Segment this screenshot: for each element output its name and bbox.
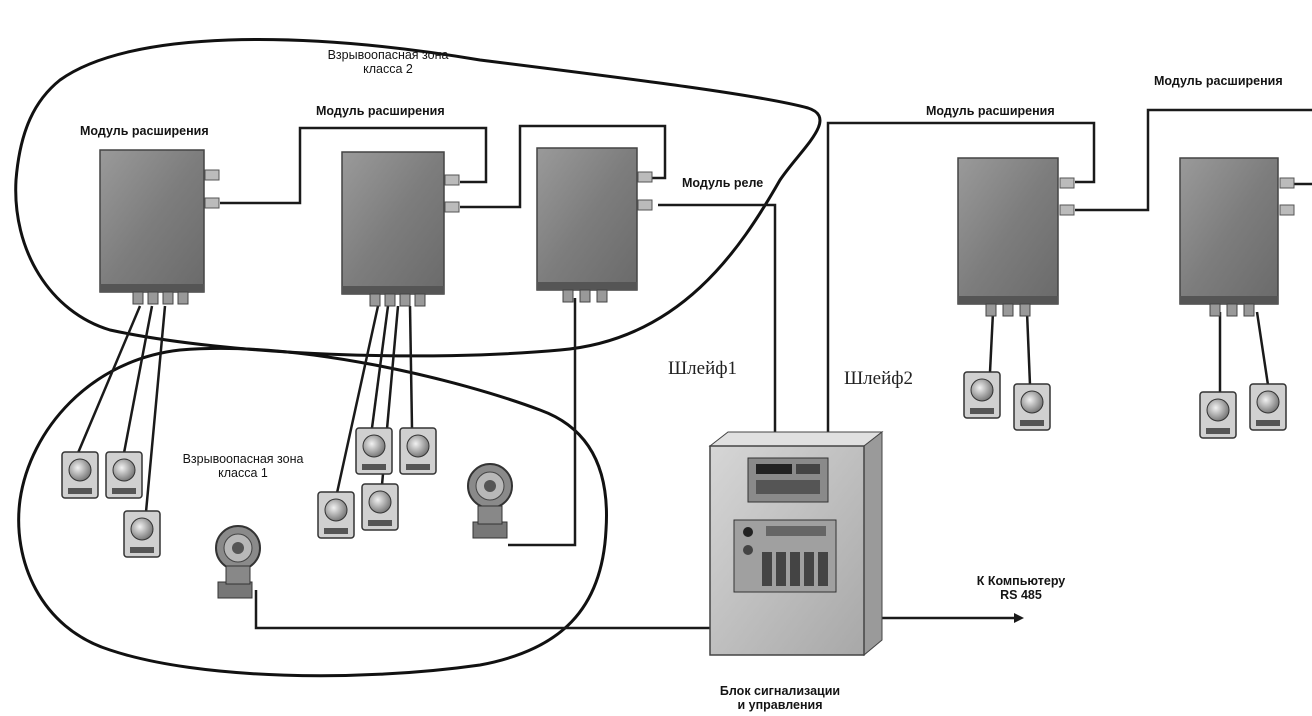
zone1-label: Взрывоопасная зона класса 1 — [182, 452, 304, 481]
wire-m1-s3 — [144, 305, 167, 513]
sensor-icon — [355, 427, 393, 475]
relay-module-box — [536, 147, 653, 303]
wire-m1-s1 — [76, 305, 142, 454]
control-unit-label: Блок сигнализации и управления — [719, 684, 841, 713]
wire-m2-s4 — [408, 305, 414, 429]
module-2-label: Модуль расширения — [316, 104, 445, 118]
sensor-icon — [1249, 383, 1287, 431]
module-1-label: Модуль расширения — [80, 124, 209, 138]
wire-m2-s1 — [335, 305, 380, 494]
siren-icon — [215, 525, 261, 599]
wire-module3-module4 — [1075, 108, 1312, 212]
computer-label: К Компьютеру RS 485 — [976, 574, 1066, 603]
sensor-icon — [105, 451, 143, 499]
wire-module2-relay — [460, 124, 667, 209]
wire-siren-control — [254, 590, 710, 630]
wire-loop1 — [658, 203, 777, 433]
loop1-label: Шлейф1 — [668, 358, 738, 379]
sensor-icon — [963, 371, 1001, 419]
wire-m4-s2 — [1255, 311, 1270, 386]
zone2-label: Взрывоопасная зона класса 2 — [327, 48, 449, 77]
wire-module1-module2 — [220, 126, 488, 205]
module-2-box — [341, 151, 460, 307]
module-3-label: Модуль расширения — [926, 104, 1055, 118]
module-4-box — [1179, 157, 1295, 317]
module-4-label: Модуль расширения — [1154, 74, 1283, 88]
sensor-icon — [1199, 391, 1237, 439]
sensor-icon — [123, 510, 161, 558]
loop2-label: Шлейф2 — [844, 368, 914, 389]
zone1-boundary — [17, 346, 608, 678]
wire-relay-siren — [508, 298, 577, 547]
sensor-icon — [399, 427, 437, 475]
wire-m3-s1 — [988, 311, 995, 373]
module-1-box — [99, 149, 220, 305]
sensor-icon — [361, 483, 399, 531]
wire-m1-s2 — [122, 305, 154, 454]
control-unit — [708, 430, 884, 657]
arrow-head — [1014, 613, 1024, 623]
wire-m2-s2 — [370, 305, 390, 429]
siren-icon — [467, 463, 513, 539]
wire-m3-s2 — [1025, 311, 1032, 386]
zone2-boundary — [14, 38, 822, 358]
sensor-icon — [317, 491, 355, 539]
relay-module-label: Модуль реле — [682, 176, 764, 190]
sensor-icon — [1013, 383, 1051, 431]
wire-loop2 — [826, 121, 1096, 432]
sensor-icon — [61, 451, 99, 499]
wiring — [76, 108, 1312, 630]
module-3-box — [957, 157, 1075, 317]
sensors — [61, 371, 1287, 558]
